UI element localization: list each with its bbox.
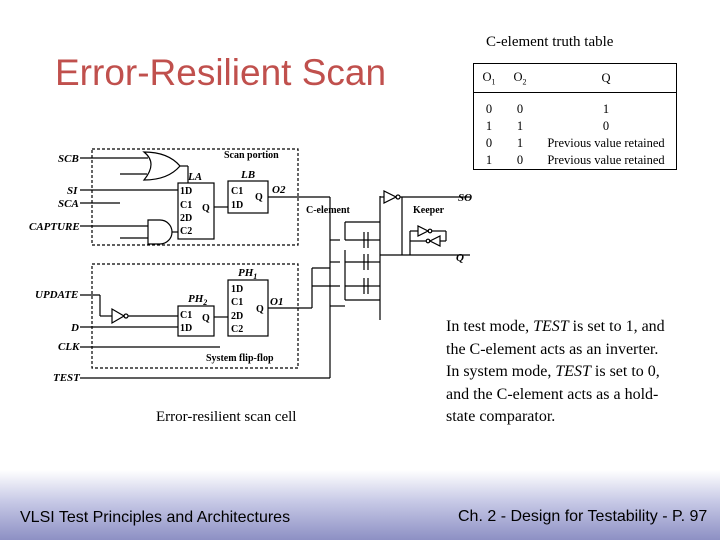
input-test: TEST [53,372,81,384]
cell: 0 [516,153,524,167]
scan-portion-box [91,148,299,246]
latch-lb-pin: C1 [231,186,243,197]
output-so: SO [458,192,472,204]
diagram-caption: Error-resilient scan cell [156,409,297,425]
cell: 1 [602,102,610,116]
c-element [312,196,381,378]
or-gate [142,151,181,181]
latch-ph2-name: PH2 [188,293,207,307]
latch-ph1-out: Q [256,304,264,315]
latch-lb-pin: 1D [231,200,243,211]
buffer-icon [111,307,126,325]
cell: 0 [602,119,610,133]
cell: 1 [485,119,493,133]
input-update: UPDATE [35,289,78,301]
cell: 1 [516,136,524,150]
latch-la-pin: C1 [180,200,192,211]
latch-ph2 [177,305,215,337]
latch-ph1-pin: C2 [231,324,243,335]
c-element-label: C-element [306,205,351,216]
latch-ph1-pin: 1D [231,284,243,295]
scan-cell-schematic: SCB SI SCA CAPTURE UPDATE D CLK TEST Sca… [29,148,472,384]
cell: 1 [516,119,524,133]
truth-table: O1 O2 Q 0 0 1 1 1 0 0 1 Previous value r… [473,63,677,170]
input-si: SI [67,185,78,197]
latch-lb-out: Q [255,192,263,203]
latch-ph2-pin: C1 [180,310,192,321]
cell: Previous value retained [547,153,665,167]
input-d: D [70,322,79,334]
input-scb: SCB [58,153,79,165]
system-ff-label: System flip-flop [206,353,274,364]
latch-ph1-pin: 2D [231,311,243,322]
latch-la-pin: 2D [180,213,192,224]
latch-la [177,182,215,240]
latch-lb-name: LB [240,169,255,181]
latch-la-out: Q [202,203,210,214]
footer-chapter: Ch. 2 - Design for Testability - P. 97 [458,508,708,525]
slide-title: Error-Resilient Scan [55,52,387,93]
net-o1: O1 [270,296,283,308]
header-o1: O1 [473,63,504,93]
header-q: Q [536,63,677,93]
cell: 0 [516,102,524,116]
latch-la-name: LA [187,171,202,183]
latch-ph1-pin: C1 [231,297,243,308]
footer-band [0,470,720,540]
keeper-label: Keeper [413,205,445,216]
latch-la-pin: 1D [180,186,192,197]
cell: 0 [485,136,493,150]
input-clk: CLK [58,341,80,353]
so-buffer-icon [383,190,398,204]
output-q: Q [456,252,464,264]
description: In test mode, TEST is set to 1, and the … [446,316,686,429]
latch-la-pin: C2 [180,226,192,237]
input-sca: SCA [58,198,79,210]
truth-table-row: 1 1 0 [474,118,677,135]
truth-table-caption: C-element truth table [486,34,614,50]
description-system-mode: In system mode, TEST is set to 0, and th… [446,363,660,426]
latch-ph2-pin: 1D [180,323,192,334]
net-o2: O2 [272,184,286,196]
truth-table-row: 0 0 1 [474,93,677,119]
description-test-mode: In test mode, TEST is set to 1, and the … [446,318,665,358]
latch-ph1-name: PH1 [238,267,257,281]
truth-table-row: 1 0 Previous value retained [474,152,677,170]
cell: 0 [485,102,493,116]
truth-table-header-row: O1 O2 Q [473,63,677,93]
and-gate [147,219,173,245]
scan-portion-label: Scan portion [224,150,279,161]
truth-table-row: 0 1 Previous value retained [474,135,677,152]
keeper-latch [409,225,447,255]
header-o2: O2 [504,63,536,93]
input-capture: CAPTURE [29,221,80,233]
cell: Previous value retained [547,136,665,150]
system-ff-box [91,263,299,369]
cell: 1 [485,153,493,167]
footer-course-title: VLSI Test Principles and Architectures [20,509,291,526]
latch-ph2-out: Q [202,313,210,324]
